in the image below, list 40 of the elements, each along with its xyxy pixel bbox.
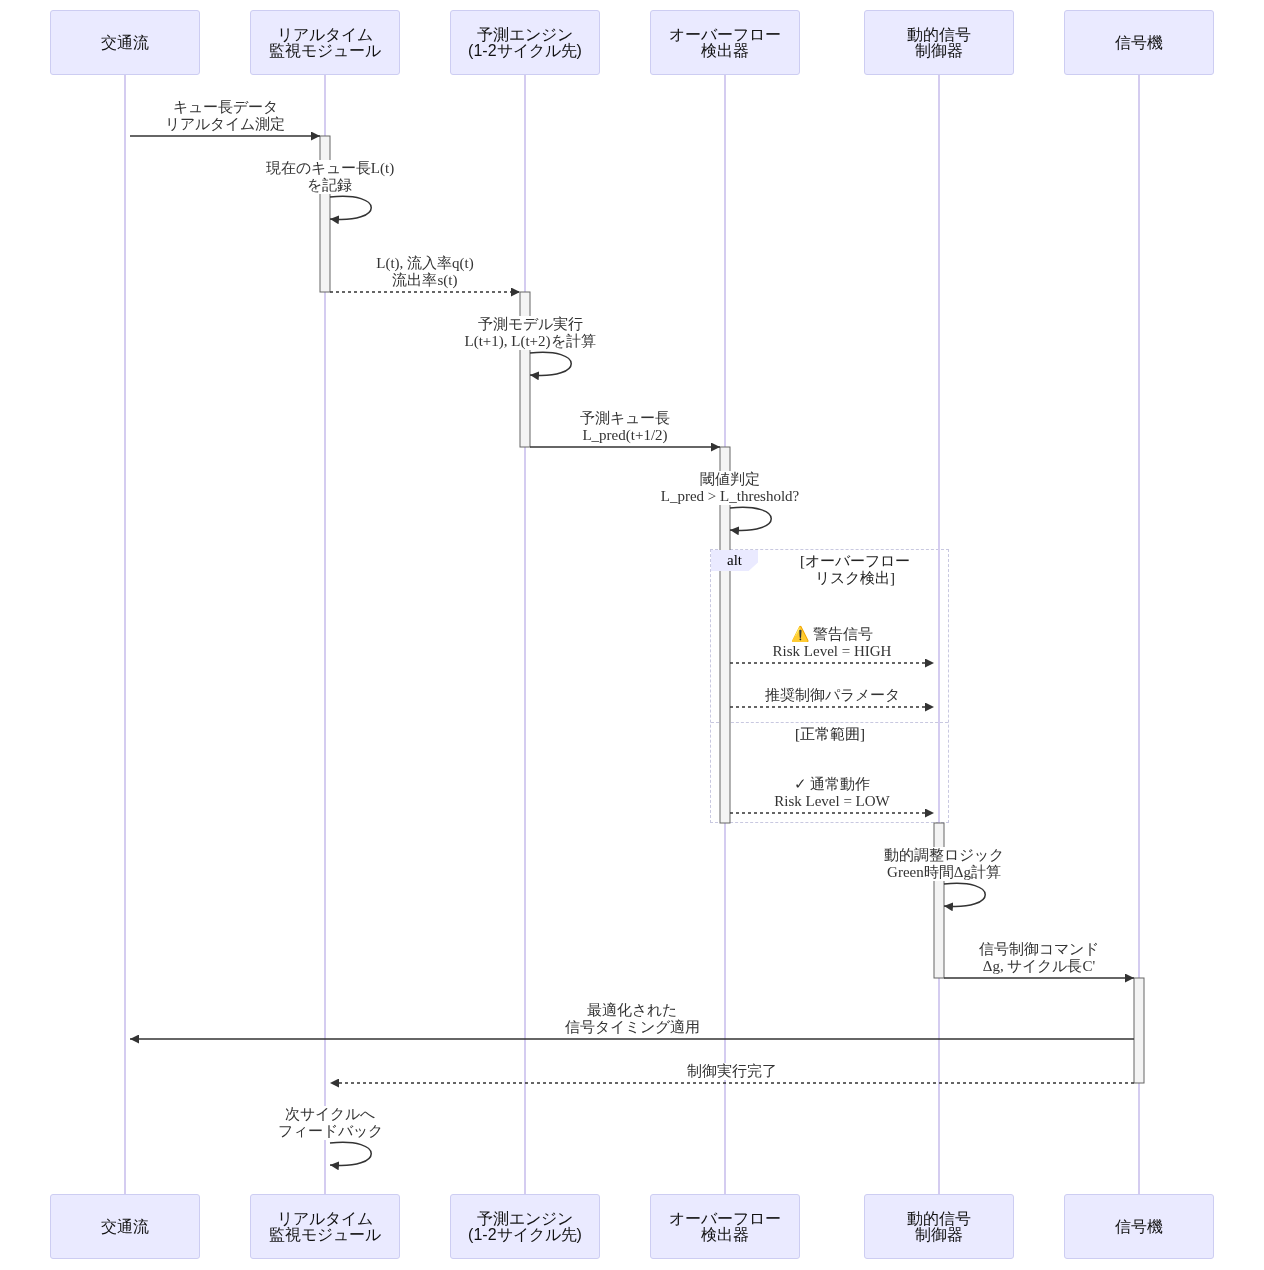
edge-label: 現在のキュー長L(t) を記録: [264, 160, 396, 194]
edge-label: 動的調整ロジック Green時間Δg計算: [883, 847, 1005, 881]
message-arrow: [729, 658, 935, 668]
self-message-arrow: [729, 506, 772, 535]
edge-label: 予測キュー長 L_pred(t+1/2): [579, 410, 671, 444]
message-arrow: [729, 808, 935, 818]
edge-label: 制御実行完了: [686, 1063, 778, 1080]
participant-box: 予測エンジン (1-2サイクル先): [450, 10, 600, 75]
edge-label: 信号制御コマンド Δg, サイクル長C': [978, 941, 1100, 975]
self-message-arrow: [943, 882, 986, 911]
participant-box: 交通流: [50, 10, 200, 75]
edge-label: 閾値判定 L_pred > L_threshold?: [659, 471, 801, 505]
message-arrow: [129, 131, 321, 141]
edge-label: 次サイクルへフィードバック: [276, 1106, 384, 1140]
participant-box: リアルタイム監視モジュール: [250, 1194, 400, 1259]
condition-label: [正常範囲]: [795, 726, 865, 743]
participant-box: 動的信号制御器: [864, 1194, 1014, 1259]
participant-box: 動的信号制御器: [864, 10, 1014, 75]
participant-box: オーバーフロー検出器: [650, 1194, 800, 1259]
message-arrow: [529, 442, 721, 452]
edge-label: L(t), 流入率q(t) 流出率s(t): [375, 255, 475, 289]
participant-box: 交通流: [50, 1194, 200, 1259]
edge-label: 予測モデル実行 L(t+1), L(t+2)を計算: [463, 316, 597, 350]
frame-tag: alt: [711, 550, 758, 571]
message-arrow: [729, 702, 935, 712]
self-message-arrow: [329, 1141, 372, 1170]
participant-box: 信号機: [1064, 1194, 1214, 1259]
participant-box: 信号機: [1064, 10, 1214, 75]
edge-label: 最適化された信号タイミング適用: [563, 1002, 701, 1036]
message-arrow: [329, 287, 521, 297]
message-arrow: [129, 1034, 1135, 1044]
participant-box: 予測エンジン (1-2サイクル先): [450, 1194, 600, 1259]
participant-box: リアルタイム監視モジュール: [250, 10, 400, 75]
self-message-arrow: [529, 351, 572, 380]
self-message-arrow: [329, 195, 372, 224]
condition-label: [オーバーフローリスク検出]: [800, 553, 910, 587]
participant-box: オーバーフロー検出器: [650, 10, 800, 75]
message-arrow: [329, 1078, 1135, 1088]
edge-label: 推奨制御パラメータ: [763, 687, 901, 704]
message-arrow: [943, 973, 1135, 983]
